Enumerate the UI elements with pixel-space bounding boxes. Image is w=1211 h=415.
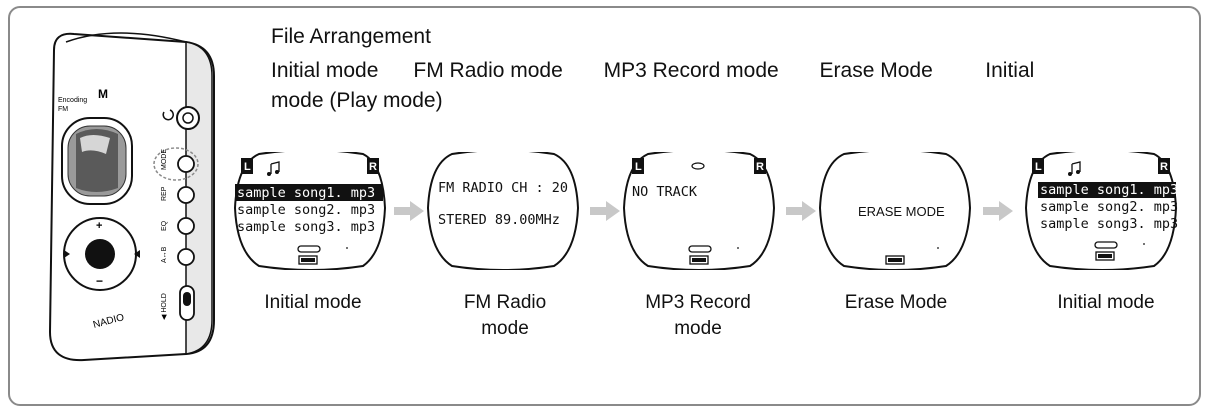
- fm-channel-text: FM RADIO CH : 20: [438, 180, 568, 196]
- corner-left-badge: L: [635, 161, 642, 173]
- song-row-highlighted: sample song1. mp3: [1040, 182, 1178, 198]
- caption-mp3-record-line1: MP3 Record: [645, 292, 751, 313]
- arrow-right-icon: [786, 201, 816, 221]
- caption-fm-radio-line2: mode: [481, 318, 529, 339]
- device-logo: M: [98, 87, 108, 101]
- screen-initial-mode: L R sample song1. mp3 sample song2. mp3 …: [233, 152, 387, 270]
- corner-right-badge: R: [1160, 161, 1168, 173]
- song-row: sample song3. mp3: [237, 219, 375, 235]
- song-row: sample song3. mp3: [1040, 216, 1178, 232]
- screen-fm-radio-mode: FM RADIO CH : 20 STERED 89.00MHz: [426, 152, 580, 270]
- erase-mode-text: ERASE MODE: [858, 204, 945, 219]
- caption-erase-mode: Erase Mode: [844, 292, 948, 313]
- battery-icon: [1095, 251, 1115, 261]
- no-track-text: NO TRACK: [632, 184, 698, 200]
- battery-icon: [298, 255, 318, 265]
- header-title: File Arrangement: [271, 25, 431, 48]
- side-label-rep: REP: [161, 186, 168, 201]
- caption-mp3-record-line2: mode: [674, 318, 722, 339]
- caption-initial-mode-return: Initial mode: [1057, 292, 1155, 313]
- caption-fm-radio-line1: FM Radio: [463, 292, 547, 313]
- music-note-icon: [267, 161, 280, 176]
- device-brand-encoding: Encoding: [58, 97, 87, 104]
- screen-initial-mode-return: L R sample song1. mp3 sample song2. mp3 …: [1024, 152, 1178, 270]
- song-row-highlighted: sample song1. mp3: [237, 185, 375, 201]
- caption-initial-mode: Initial mode: [264, 292, 362, 313]
- arrow-right-icon: [983, 201, 1013, 221]
- corner-left-badge: L: [1035, 161, 1042, 173]
- nav-minus-label: −: [96, 274, 103, 288]
- arrow-right-icon: [590, 201, 620, 221]
- screen-erase-mode: ERASE MODE: [818, 152, 972, 270]
- song-row: sample song2. mp3: [237, 202, 375, 218]
- corner-right-badge: R: [369, 161, 377, 173]
- battery-icon: [885, 255, 905, 265]
- record-icon: [691, 162, 705, 170]
- corner-left-badge: L: [244, 161, 251, 173]
- mp3-player-device-illustration: M Encoding FM + − NADIO MODE REP EQ A↔B …: [48, 32, 215, 362]
- header-modes-line-cont: mode (Play mode): [271, 89, 443, 112]
- side-label-eq: EQ: [161, 220, 168, 231]
- arrow-right-icon: [394, 201, 424, 221]
- repeat-icon: [1094, 241, 1118, 249]
- repeat-icon: [688, 245, 712, 253]
- nav-plus-label: +: [96, 220, 102, 232]
- fm-frequency-text: STERED 89.00MHz: [438, 212, 560, 228]
- side-label-ab: A↔B: [161, 246, 168, 263]
- music-note-icon: [1068, 161, 1081, 176]
- corner-right-badge: R: [756, 161, 764, 173]
- device-brand-fm: FM: [58, 106, 68, 113]
- screen-mp3-record-mode: L R NO TRACK: [622, 152, 776, 270]
- battery-icon: [689, 255, 709, 265]
- side-label-mode: MODE: [161, 149, 168, 170]
- repeat-icon: [297, 245, 321, 253]
- song-row: sample song2. mp3: [1040, 199, 1178, 215]
- side-label-hold: ◀ HOLD: [161, 293, 168, 320]
- header-modes-line: Initial mode FM Radio mode MP3 Record mo…: [271, 59, 1035, 82]
